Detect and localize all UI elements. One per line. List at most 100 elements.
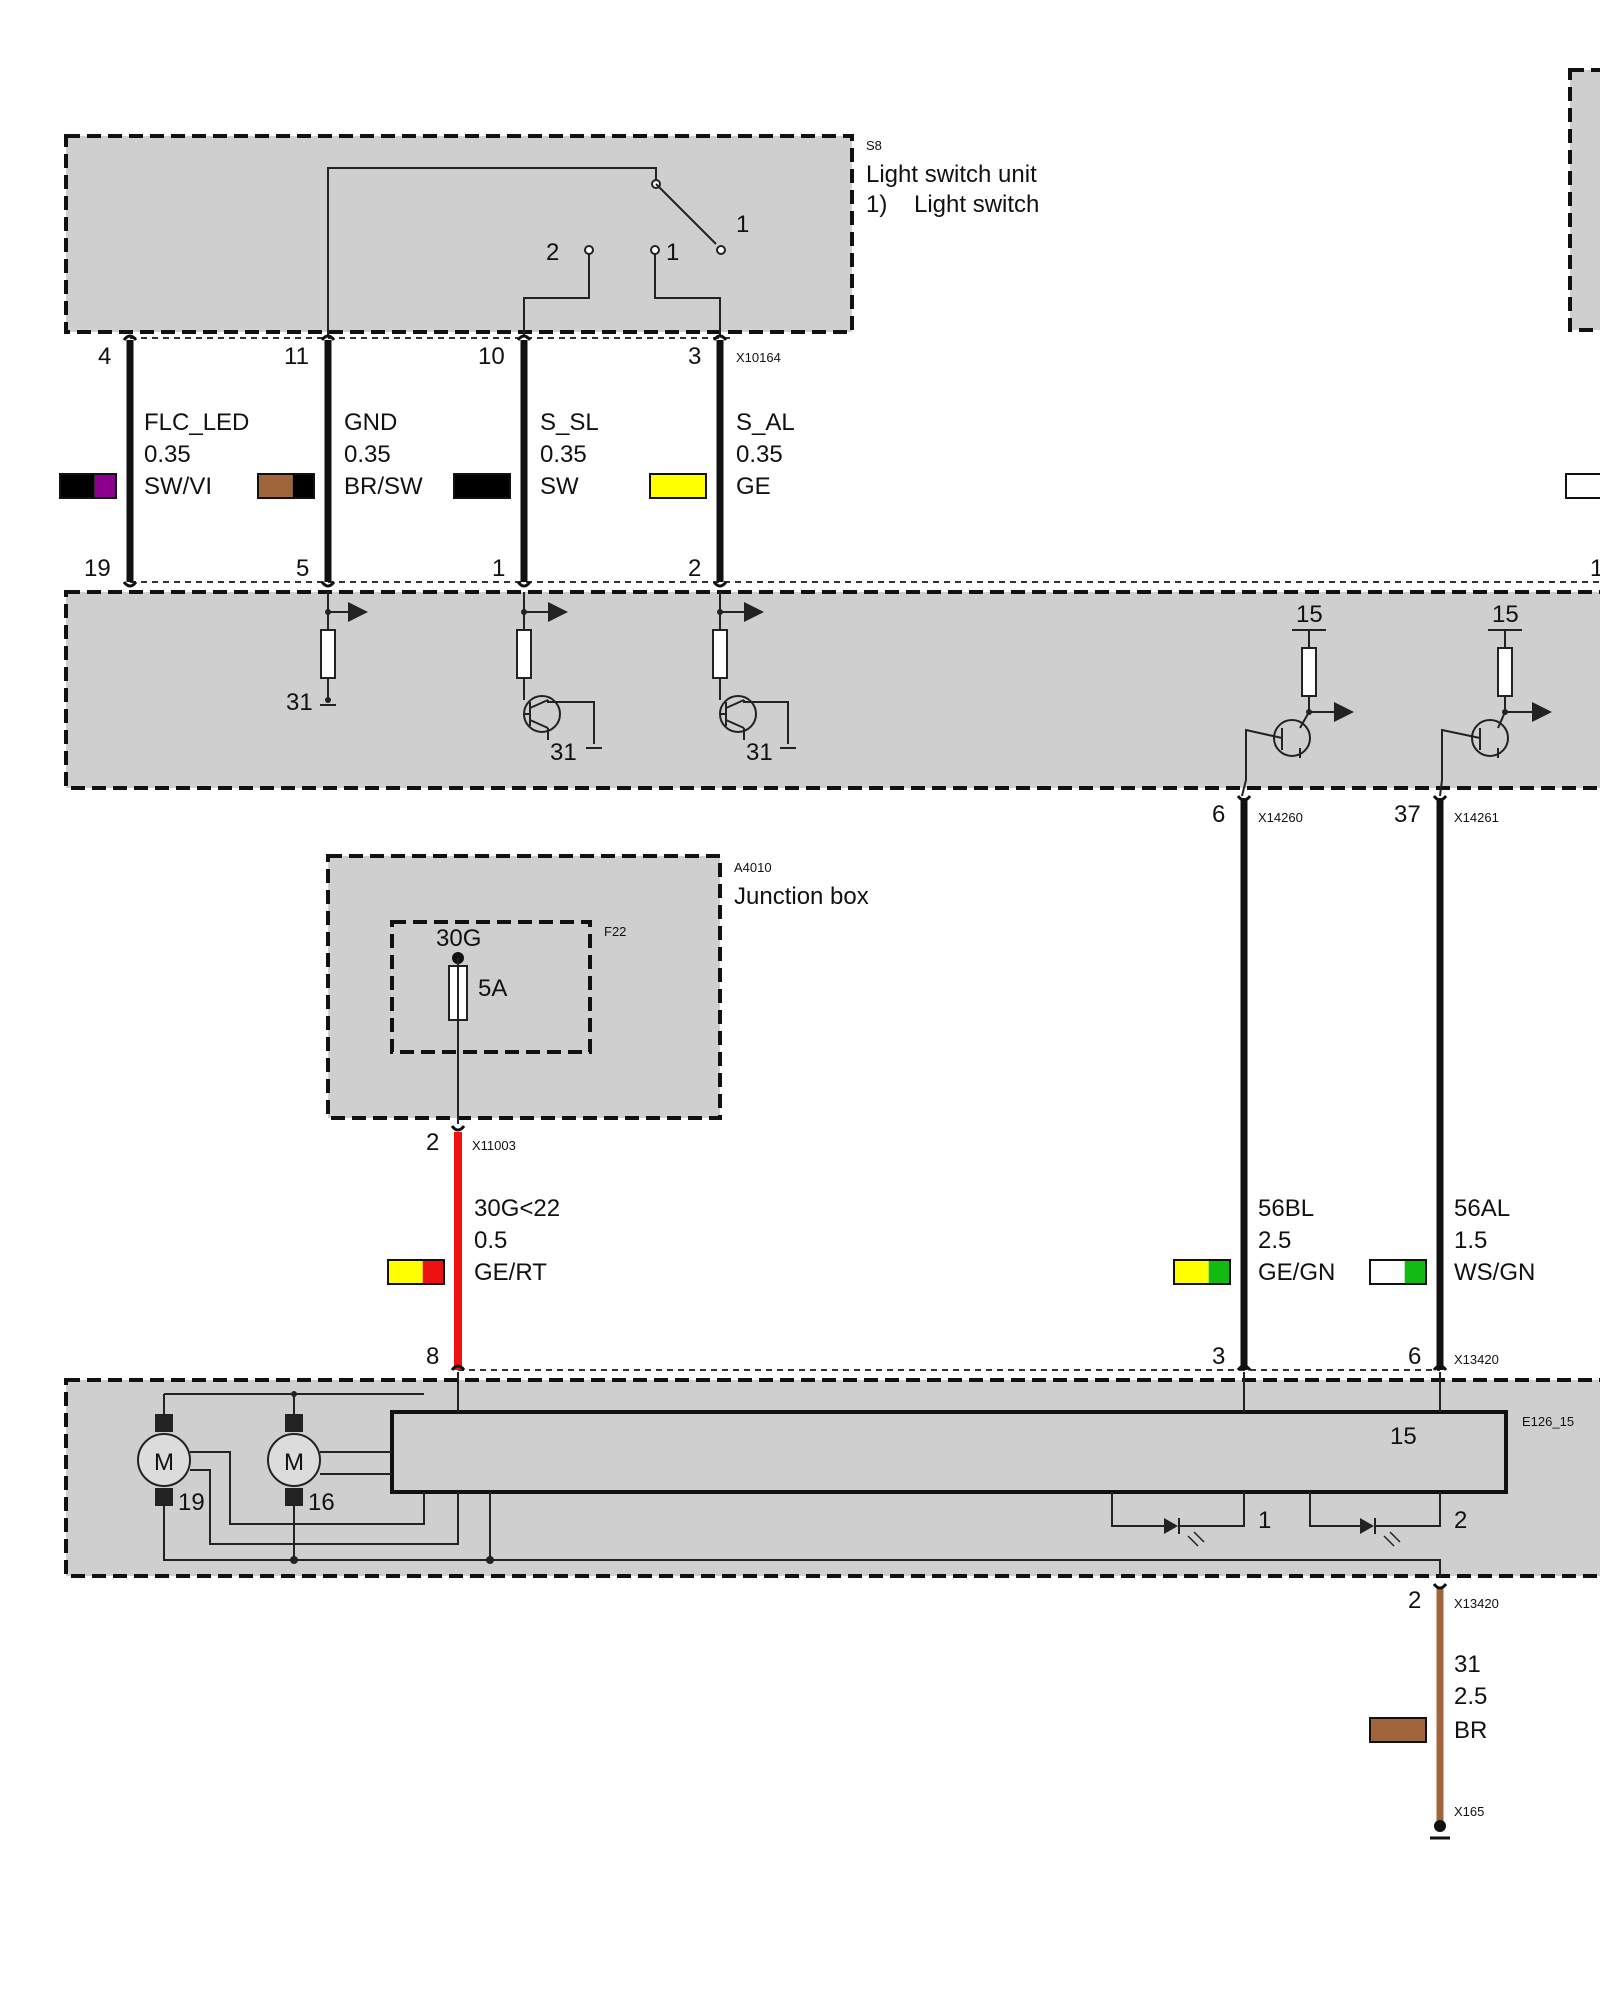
light-switch-sub-index: 1): [866, 191, 887, 218]
wire-31-color-code: BR: [1454, 1717, 1487, 1744]
wire-31-swatch: [1369, 1717, 1427, 1743]
swatch-color-segment: [258, 474, 293, 498]
wire-gnd-pin-top: 11: [284, 343, 309, 370]
wire-flc-led-gauge: 0.35: [144, 441, 191, 468]
ground-point: [1434, 1820, 1446, 1832]
wire-flc-led-pin-bottom: 19: [84, 555, 111, 582]
terminal-15-label: 15: [1390, 1423, 1417, 1450]
wire-flc-led-signal: FLC_LED: [144, 409, 249, 436]
wire-56bl-pin-top: 6: [1212, 801, 1225, 828]
switch-pos-2-label: 2: [546, 239, 559, 266]
swatch-color-segment: [60, 474, 95, 498]
wire-flc-led-swatch: [59, 473, 117, 499]
wire-56al-signal: 56AL: [1454, 1195, 1510, 1222]
connector-x13420-top: X13420: [1454, 1352, 1499, 1367]
wire-31-signal: 31: [1454, 1651, 1481, 1678]
connector-x13420-bottom: X13420: [1454, 1596, 1499, 1611]
adjacent-component-edge: [1568, 68, 1600, 332]
wire-30g-pin-top: 2: [426, 1129, 439, 1156]
connector-x165: X165: [1454, 1804, 1484, 1819]
switch-contact-1-label: 1: [666, 239, 679, 266]
supply-15-label-1: 15: [1296, 601, 1323, 628]
wire-31-gauge: 2.5: [1454, 1683, 1487, 1710]
swatch-color-segment: [454, 474, 510, 498]
wire-s-sl-color-code: SW: [540, 473, 579, 500]
light-switch-title: Light switch unit: [866, 161, 1037, 188]
wire-30g-gauge: 0.5: [474, 1227, 507, 1254]
connector-x14260: X14260: [1258, 810, 1303, 825]
connector-x14261: X14261: [1454, 810, 1499, 825]
wire-gnd: 11 5 GND 0.35 BR/SW: [257, 334, 423, 588]
wire-s-al-color-code: GE: [736, 473, 771, 500]
swatch-color-segment: [1208, 1260, 1230, 1284]
swatch-color-segment: [1370, 1718, 1426, 1742]
ground-31-label-2: 31: [550, 739, 577, 766]
wire-s-sl-signal: S_SL: [540, 409, 599, 436]
wire-gnd-pin-bottom: 5: [296, 555, 309, 582]
wire-56bl-gauge: 2.5: [1258, 1227, 1291, 1254]
motor-2-symbol: M: [284, 1449, 304, 1476]
junction-box-title: Junction box: [734, 883, 869, 910]
fuse-code: F22: [604, 924, 626, 939]
wire-56bl-color-code: GE/GN: [1258, 1259, 1335, 1286]
swatch-color-segment: [650, 474, 706, 498]
wire-30g: 2 X11003 8 30G<22 0.5 GE/RT: [387, 1125, 560, 1371]
wire-s-al-pin-top: 3: [688, 343, 701, 370]
wire-30g-pin-bottom: 8: [426, 1343, 439, 1370]
wire-gnd-color-code: BR/SW: [344, 473, 423, 500]
swatch-color-segment: [1174, 1260, 1209, 1284]
light-switch-code: S8: [866, 138, 882, 153]
edge-pin-label: 1: [1590, 555, 1600, 582]
light-switch-sub-label: Light switch: [914, 191, 1039, 218]
adjacent-wire-swatch: [1565, 473, 1600, 499]
swatch-color-segment: [388, 1260, 423, 1284]
wire-gnd-gauge: 0.35: [344, 441, 391, 468]
wire-56al-swatch: [1369, 1259, 1427, 1285]
led-1-label: 1: [1258, 1507, 1271, 1534]
wire-gnd-swatch: [257, 473, 315, 499]
swatch-color-segment: [1370, 1260, 1405, 1284]
control-unit: 31 31 31 15: [64, 590, 1600, 797]
wire-flc-led: 4 19 FLC_LED 0.35 SW/VI: [59, 334, 249, 588]
swatch-color-segment: [422, 1260, 444, 1284]
switch-pos-1-label: 1: [736, 211, 749, 238]
connector-x11003: X11003: [472, 1138, 516, 1153]
wire-56bl-pin-bottom: 3: [1212, 1343, 1225, 1370]
wire-s-sl: 10 1 S_SL 0.35 SW: [453, 334, 599, 588]
wire-30g-swatch: [387, 1259, 445, 1285]
wire-31-pin-top: 2: [1408, 1587, 1421, 1614]
junction-box-code: A4010: [734, 860, 772, 875]
wire-56bl-signal: 56BL: [1258, 1195, 1314, 1222]
lamp-unit-code: E126_15: [1522, 1414, 1574, 1429]
wire-30g-signal: 30G<22: [474, 1195, 560, 1222]
wire-flc-led-color-code: SW/VI: [144, 473, 212, 500]
swatch-color-segment: [292, 474, 314, 498]
ground-31-label-1: 31: [286, 689, 313, 716]
wire-56al-pin-bottom: 6: [1408, 1343, 1421, 1370]
wire-s-sl-swatch: [453, 473, 511, 499]
wire-56al: 37 X14261 6 X13420 56AL 1.5 WS/GN: [1369, 795, 1535, 1371]
wire-s-al: 3 X10164 2 S_AL 0.35 GE: [649, 334, 795, 588]
wire-s-al-pin-bottom: 2: [688, 555, 701, 582]
wire-s-al-gauge: 0.35: [736, 441, 783, 468]
lamp-unit: E126_15 15 M 19 M 16: [64, 1372, 1600, 1578]
wire-s-al-swatch: [649, 473, 707, 499]
motor-1-symbol: M: [154, 1449, 174, 1476]
wire-31: 2 X13420 31 2.5 BR X165: [1369, 1583, 1499, 1840]
wire-flc-led-pin-top: 4: [98, 343, 111, 370]
wire-56bl-swatch: [1173, 1259, 1231, 1285]
led-2-label: 2: [1454, 1507, 1467, 1534]
ground-31-label-3: 31: [746, 739, 773, 766]
wire-56bl: 6 X14260 3 56BL 2.5 GE/GN: [1173, 795, 1335, 1371]
fuse-terminal-label: 30G: [436, 925, 481, 952]
wire-30g-color-code: GE/RT: [474, 1259, 547, 1286]
wire-s-sl-gauge: 0.35: [540, 441, 587, 468]
wire-gnd-signal: GND: [344, 409, 397, 436]
motor-2-label: 16: [308, 1489, 335, 1516]
motor-1-label: 19: [178, 1489, 205, 1516]
wire-56al-pin-top: 37: [1394, 801, 1421, 828]
connector-x10164: X10164: [736, 350, 781, 365]
wire-56al-color-code: WS/GN: [1454, 1259, 1535, 1286]
wire-56al-gauge: 1.5: [1454, 1227, 1487, 1254]
